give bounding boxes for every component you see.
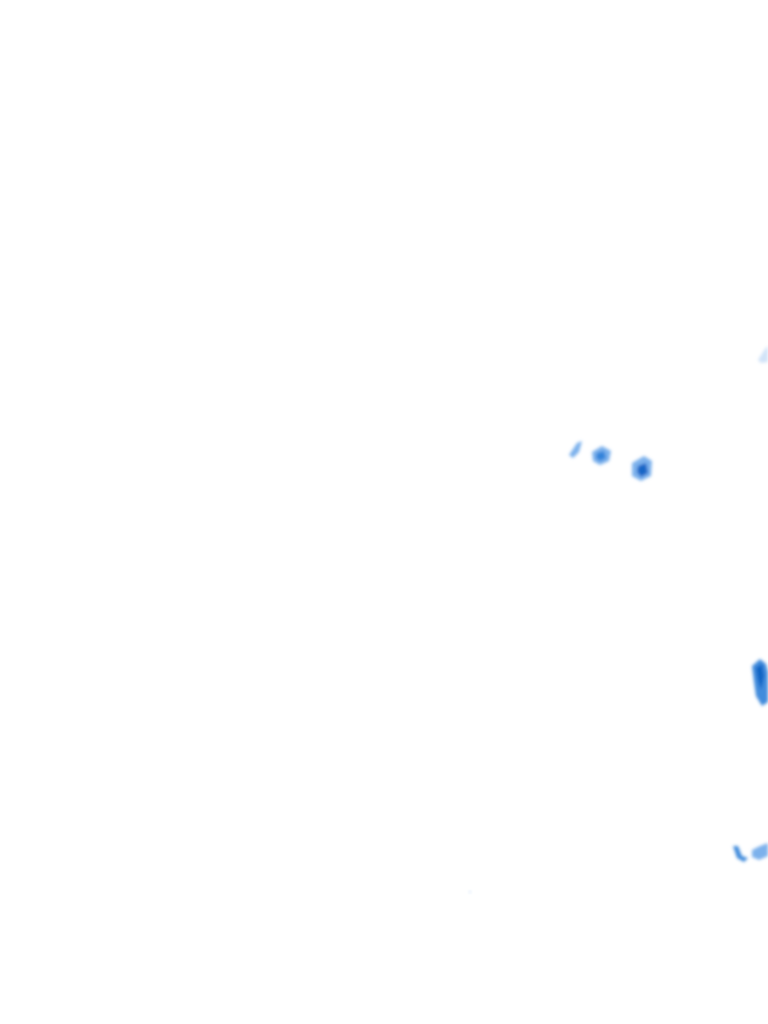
radar-echo-central-sliver bbox=[569, 441, 582, 458]
radar-echo-east-upper bbox=[758, 346, 768, 363]
radar-echo-central-cell bbox=[592, 446, 611, 465]
radar-echo-central-core bbox=[632, 456, 652, 481]
radar-echo-east-lower bbox=[733, 843, 768, 862]
radar-echo-speck bbox=[468, 890, 472, 894]
radar-echo-east-mid bbox=[752, 659, 768, 706]
